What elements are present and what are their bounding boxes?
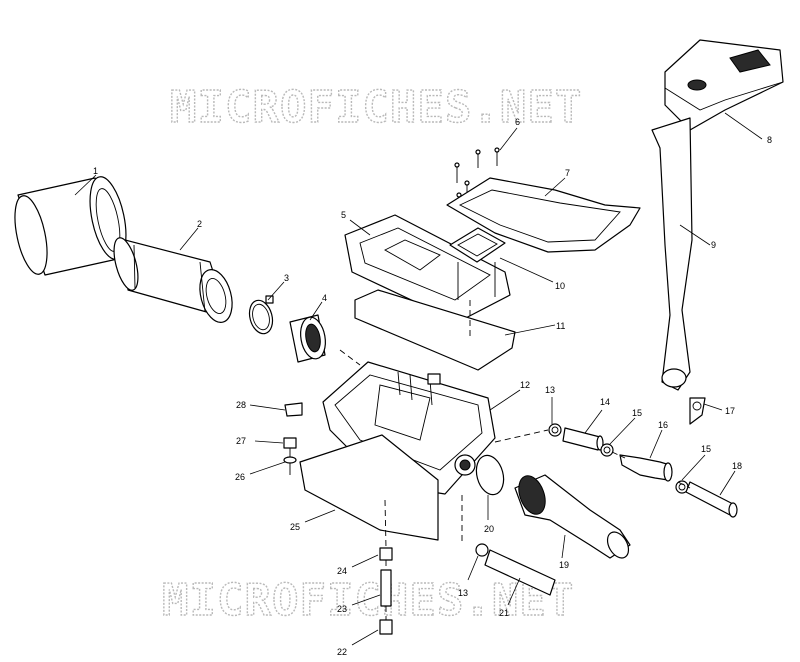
- part-2-air-filter: [113, 237, 233, 323]
- callout-4: 4: [322, 293, 327, 303]
- callout-11: 11: [556, 321, 565, 331]
- callout-21: 21: [499, 608, 509, 618]
- callout-15b: 15: [701, 444, 711, 454]
- watermark-bottom: MICROFICHES.NET: [162, 575, 574, 626]
- callout-27: 27: [236, 436, 246, 446]
- part-15-fitting-upper: [600, 443, 614, 457]
- part-5-airbox-lid: [344, 214, 511, 323]
- callout-24: 24: [337, 566, 347, 576]
- callout-15a: 15: [632, 408, 642, 418]
- part-1-prefilter-sleeve: [14, 176, 127, 276]
- callout-9: 9: [711, 240, 716, 250]
- part-19-outlet-boot: [514, 474, 631, 559]
- part-10-duct-seal: [449, 227, 506, 300]
- callout-labels: 1 2 3 4 5 6 7 8 9 10 11 12 13 14 15 16 1…: [93, 117, 772, 657]
- callout-19: 19: [559, 560, 569, 570]
- callout-5: 5: [341, 210, 346, 220]
- part-22-plug: [379, 619, 393, 635]
- part-25-seal-panel: [299, 434, 439, 541]
- callout-8: 8: [767, 135, 772, 145]
- part-13-fitting-lower: [475, 543, 489, 557]
- watermark-top: MICROFICHES.NET: [170, 82, 582, 133]
- leader-lines: [74, 112, 763, 646]
- callout-6: 6: [515, 117, 520, 127]
- part-13-fitting-upper: [548, 423, 562, 437]
- callout-18: 18: [732, 461, 742, 471]
- callout-28: 28: [236, 400, 246, 410]
- part-16-breather-valve: [619, 454, 673, 482]
- part-24-cap: [379, 547, 393, 561]
- part-8-snorkel-top: [664, 39, 784, 131]
- part-17-clip: [689, 397, 706, 425]
- part-14-hose: [562, 427, 604, 451]
- part-6-screws: [454, 147, 500, 208]
- callout-22: 22: [337, 647, 347, 657]
- part-23-drain-tube: [380, 569, 392, 607]
- callout-17: 17: [725, 406, 735, 416]
- callout-12: 12: [520, 380, 530, 390]
- callout-14: 14: [600, 397, 610, 407]
- callout-2: 2: [197, 219, 202, 229]
- part-9-snorkel-tube: [651, 117, 693, 391]
- part-7-intake-duct: [446, 177, 641, 253]
- callout-26: 26: [235, 472, 245, 482]
- part-18-hose: [685, 481, 738, 518]
- assembly-guide-lines: [339, 300, 691, 620]
- part-4-adapter-ring: [289, 314, 326, 363]
- callout-3: 3: [284, 273, 289, 283]
- part-28-clip: [284, 402, 303, 417]
- part-21-drain-hose: [484, 549, 556, 596]
- callout-23: 23: [337, 604, 347, 614]
- callout-10: 10: [555, 281, 565, 291]
- callout-20: 20: [484, 524, 494, 534]
- callout-16: 16: [658, 420, 668, 430]
- part-3-clamp: [248, 295, 274, 335]
- callout-1: 1: [93, 166, 98, 176]
- part-20-o-ring: [475, 454, 505, 496]
- callout-13b: 13: [458, 588, 468, 598]
- callout-7: 7: [565, 168, 570, 178]
- part-11-lid-gasket: [354, 289, 516, 371]
- callout-25: 25: [290, 522, 300, 532]
- part-26-washer: [283, 456, 297, 464]
- callout-13a: 13: [545, 385, 555, 395]
